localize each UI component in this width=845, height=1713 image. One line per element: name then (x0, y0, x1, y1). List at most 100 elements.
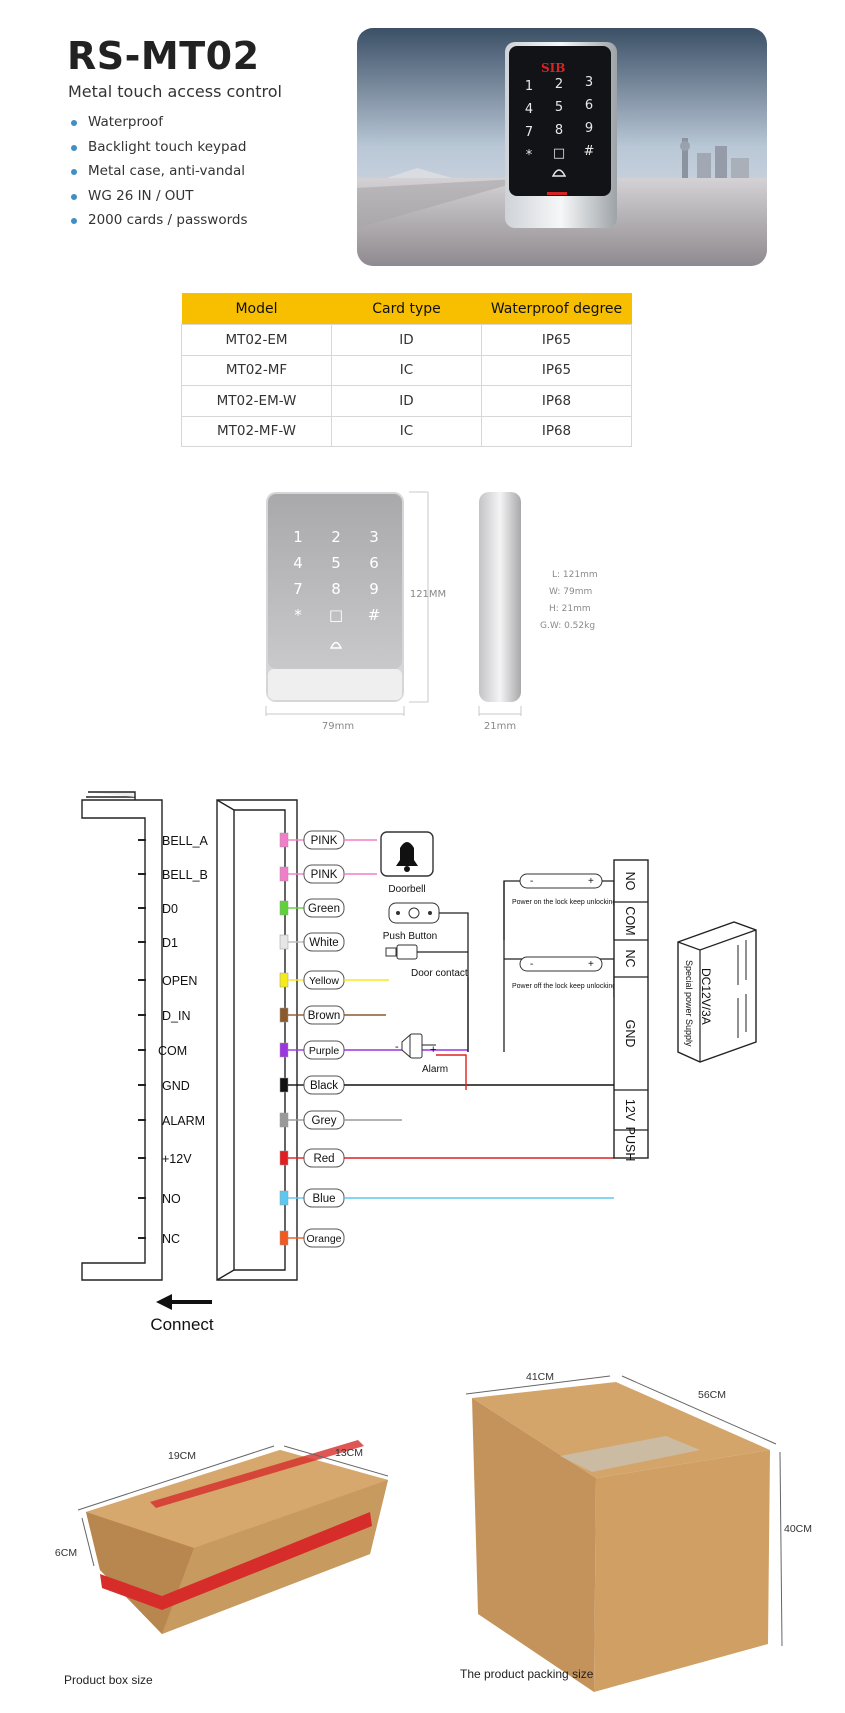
wiring-diagram: BELL_ABELL_BD0D1OPEND_INCOMGNDALARM+12VN… (81, 791, 757, 1334)
terminal-label: NC (162, 1232, 180, 1246)
wire-group: PINKPINKGreenWhiteYellowBrownPurpleBlack… (279, 830, 614, 1248)
svg-text:#: # (584, 144, 595, 159)
table-cell: MT02-EM (181, 324, 332, 356)
svg-text:2: 2 (555, 77, 563, 92)
feature-item: Waterproof (70, 114, 248, 139)
packaging-section: 19CM 13CM 6CM Product box size 41CM 56CM… (55, 1371, 812, 1692)
wire-label-pill (303, 932, 345, 952)
wire-label: Red (313, 1153, 334, 1165)
table-row: MT02-EM-W ID IP68 (181, 385, 632, 417)
door-contact-device (396, 944, 418, 960)
terminal-label: BELL_A (162, 834, 209, 848)
lock-off-label: Power off the lock keep unlocking (512, 983, 616, 990)
connect-label: Connect (150, 1315, 214, 1334)
terminal-label: COM (158, 1044, 187, 1058)
alarm-plus: + (430, 1044, 436, 1056)
terminal-label: NO (162, 1192, 181, 1206)
svg-text:2: 2 (331, 528, 341, 546)
psu-terminal-label: GND (623, 1020, 637, 1048)
wire-label-pill (303, 898, 345, 918)
psu-terminal-label: NC (623, 949, 637, 967)
lock-plus: + (588, 959, 594, 970)
alarm-minus: - (395, 1041, 399, 1053)
svg-text:□: □ (553, 146, 565, 161)
terminal-labels: BELL_ABELL_BD0D1OPEND_INCOMGNDALARM+12VN… (158, 834, 209, 1246)
carton-width-label: 56CM (698, 1389, 726, 1401)
table-cell: IP65 (481, 354, 632, 386)
svg-text:9: 9 (585, 121, 593, 136)
table-cell: ID (331, 385, 482, 417)
svg-text:8: 8 (555, 123, 563, 138)
wire-label: PINK (311, 835, 338, 847)
table-cell: ID (331, 324, 482, 356)
height-dimension: 121MM (410, 589, 446, 600)
svg-text:9: 9 (369, 580, 379, 598)
table-cell: IP68 (481, 415, 632, 447)
terminal-label: D0 (162, 902, 178, 916)
feature-item: Backlight touch keypad (70, 139, 248, 164)
wire-connector (279, 1112, 289, 1128)
psu-rating: DC12V/3A (699, 968, 713, 1025)
svg-text:5: 5 (331, 554, 341, 572)
svg-text:*: * (526, 148, 533, 163)
terminal-label: +12V (162, 1152, 192, 1166)
wire-connector (279, 972, 289, 988)
svg-text:5: 5 (555, 100, 563, 115)
wire-label: Green (308, 903, 340, 915)
spec-width: W: 79mm (549, 587, 592, 597)
wire-label: PINK (311, 869, 338, 881)
wire-label: Blue (312, 1193, 335, 1205)
lock-minus: - (530, 876, 533, 887)
carton-height-label: 40CM (784, 1523, 812, 1535)
wire-label: Purple (309, 1045, 340, 1057)
psu-terminal-strip (613, 859, 649, 1159)
wire-label: Grey (312, 1115, 337, 1127)
wire-label: White (309, 937, 338, 949)
wire-label: Black (310, 1080, 338, 1092)
svg-text:7: 7 (293, 580, 303, 598)
table-cell: IC (331, 354, 482, 386)
column-header: Card type (331, 293, 482, 325)
alarm-siren-icon (401, 1033, 411, 1059)
alarm-label: Alarm (422, 1064, 448, 1075)
brand-logo: SIB (541, 61, 565, 75)
terminal-label: BELL_B (162, 868, 208, 882)
svg-text:3: 3 (585, 75, 593, 90)
svg-text:7: 7 (525, 125, 533, 140)
door-contact-label: Door contact (411, 968, 468, 979)
svg-text:1: 1 (293, 528, 303, 546)
hero-keypad: 1 2 3 4 5 6 7 8 9 * □ # (525, 75, 595, 163)
svg-text:*: * (294, 606, 302, 624)
lock-on-label: Power on the lock keep unlocking (512, 899, 616, 906)
psu-terminal-label: NO (623, 872, 637, 891)
terminal-ticks (138, 839, 146, 1239)
feature-item: Metal case, anti-vandal (70, 163, 248, 188)
lock-plus: + (588, 876, 594, 887)
spec-length: L: 121mm (552, 570, 598, 580)
bell-icon (396, 842, 418, 866)
depth-dimension: 21mm (484, 721, 516, 732)
wire-connector (279, 1077, 289, 1093)
terminal-label: GND (162, 1079, 190, 1093)
doorbell-label: Doorbell (388, 884, 425, 895)
column-header: Model (181, 293, 332, 325)
table-cell: MT02-EM-W (181, 385, 332, 417)
svg-text:1: 1 (525, 79, 533, 94)
svg-text:6: 6 (585, 98, 593, 113)
psu-terminal-label: 12V (623, 1099, 637, 1122)
wire-connector (279, 866, 289, 882)
spec-list: L: 121mm W: 79mm H: 21mm G.W: 0.52kg (540, 570, 598, 631)
power-supply-unit: DC12V/3A Special power Supply (677, 921, 757, 1063)
svg-text:6: 6 (369, 554, 379, 572)
dimension-keypad: 1 2 3 4 5 6 7 8 9 * □ # (293, 528, 380, 624)
hero-product-image: SIB 1 2 3 4 5 6 7 8 9 * □ # (357, 28, 767, 266)
product-title: RS-MT02 (67, 34, 260, 78)
table-cell: IC (331, 415, 482, 447)
product-subtitle: Metal touch access control (68, 82, 282, 101)
lock-nc-mode (519, 956, 603, 972)
table-row: MT02-MF IC IP65 (181, 354, 632, 386)
box-length-label: 19CM (168, 1450, 196, 1462)
table-row: MT02-MF-W IC IP68 (181, 415, 632, 447)
svg-text:8: 8 (331, 580, 341, 598)
